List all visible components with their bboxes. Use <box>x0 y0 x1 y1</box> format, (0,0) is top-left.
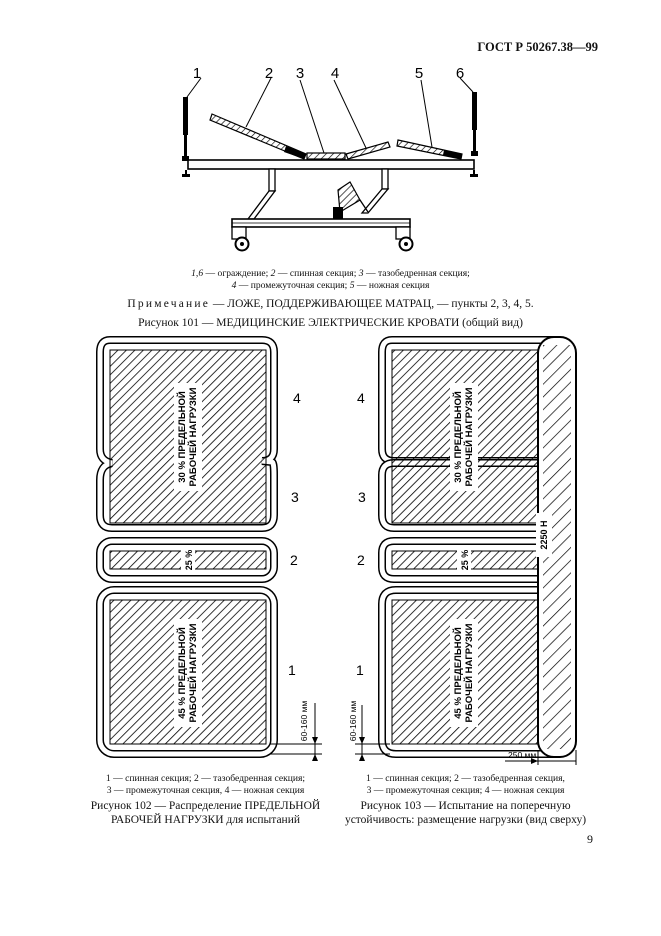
dimension-h-label: 250 мм <box>508 750 536 760</box>
callout-6: 6 <box>456 65 464 82</box>
section-number-3: 3 <box>291 489 299 505</box>
figure102-legend-line1: 1 — спинная секция; 2 — тазобедренная се… <box>105 773 306 784</box>
bed-diagram: 1 2 3 4 5 6 <box>182 65 478 252</box>
legend-num: 4 <box>231 280 237 291</box>
figure103-legend-line2: 3 — промежуточная секция; 4 — ножная сек… <box>366 785 565 796</box>
figure102-caption-line2: РАБОЧЕЙ НАГРУЗКИ для испытаний <box>110 814 301 826</box>
page-number: 9 <box>587 832 593 846</box>
dimension-v-label: 60-160 мм <box>350 701 358 742</box>
callout-2: 2 <box>265 65 273 82</box>
figure102-caption: Рисунок 102 — Распределение ПРЕДЕЛЬНОЙ Р… <box>83 799 328 827</box>
figure101-legend-line1: 1,6 — ограждение; 2 — спинная секция; 3 … <box>0 268 661 280</box>
figure102-legend: 1 — спинная секция; 2 — тазобедренная се… <box>88 773 323 797</box>
figure103-legend: 1 — спинная секция; 2 — тазобедренная се… <box>343 773 588 797</box>
section-number-2: 2 <box>357 552 365 568</box>
load-top-line2: РАБОЧЕЙ НАГРУЗКИ <box>463 387 475 486</box>
callout-3: 3 <box>296 65 304 82</box>
load-mid: 25 % <box>184 550 194 571</box>
section-number-3: 3 <box>358 489 366 505</box>
legend-text: — ножная секция <box>354 280 430 291</box>
callout-5: 5 <box>415 65 423 82</box>
note-text: — ЛОЖЕ, ПОДДЕРЖИВАЮЩЕЕ МАТРАЦ, — пункты … <box>212 298 534 310</box>
section-number-4: 4 <box>293 390 301 406</box>
load-bottom-line2: РАБОЧЕЙ НАГРУЗКИ <box>187 623 199 722</box>
load-top-line1: 30 % ПРЕДЕЛЬНОЙ <box>452 391 464 483</box>
figure103-caption-line1: Рисунок 103 — Испытание на поперечную <box>360 800 571 812</box>
load-mid: 25 % <box>460 550 470 571</box>
section-number-1: 1 <box>356 662 364 678</box>
section-number-1: 1 <box>288 662 296 678</box>
callout-4: 4 <box>331 65 339 82</box>
side-load-label: 2250 Н <box>539 520 549 549</box>
legend-num: 5 <box>349 280 355 291</box>
standard-header: ГОСТ Р 50267.38—99 <box>477 40 598 54</box>
figure103-diagram: 30 % ПРЕДЕЛЬНОЙ РАБОЧЕЙ НАГРУЗКИ 25 % 45… <box>350 336 577 765</box>
load-bottom-line1: 45 % ПРЕДЕЛЬНОЙ <box>176 627 188 719</box>
figure103-caption-line2: устойчивость: размещение нагрузки (вид с… <box>344 814 587 826</box>
legend-text: — тазобедренная секция; <box>363 268 470 279</box>
figure102-diagram: 30 % ПРЕДЕЛЬНОЙ РАБОЧЕЙ НАГРУЗКИ 25 % 45… <box>96 336 322 761</box>
load-top-line2: РАБОЧЕЙ НАГРУЗКИ <box>187 387 199 486</box>
legend-num: 2 <box>270 268 276 279</box>
note-label: Примечание <box>127 298 211 310</box>
callout-1: 1 <box>193 65 201 82</box>
legend-num: 3 <box>358 268 364 279</box>
section-number-4: 4 <box>357 390 365 406</box>
load-bottom-line1: 45 % ПРЕДЕЛЬНОЙ <box>452 627 464 719</box>
dimension-label: 60-160 мм <box>299 701 309 742</box>
legend-text: — спинная секция; <box>275 268 359 279</box>
load-top-line1: 30 % ПРЕДЕЛЬНОЙ <box>176 391 188 483</box>
figure102-legend-line2: 3 — промежуточная секция, 4 — ножная сек… <box>106 785 305 796</box>
load-bottom-line2: РАБОЧЕЙ НАГРУЗКИ <box>463 623 475 722</box>
figure103-legend-line1: 1 — спинная секция; 2 — тазобедренная се… <box>366 773 565 784</box>
figure101-title: Рисунок 101 — МЕДИЦИНСКИЕ ЭЛЕКТРИЧЕСКИЕ … <box>138 317 523 329</box>
figure101-legend-line2: 4 — промежуточная секция; 5 — ножная сек… <box>0 280 661 292</box>
figure101-legend: 1,6 — ограждение; 2 — спинная секция; 3 … <box>0 268 661 292</box>
figure102-caption-line1: Рисунок 102 — Распределение ПРЕДЕЛЬНОЙ <box>90 800 321 812</box>
section-number-2: 2 <box>290 552 298 568</box>
figure103-caption: Рисунок 103 — Испытание на поперечную ус… <box>343 799 588 827</box>
figure101-note: Примечание — ЛОЖЕ, ПОДДЕРЖИВАЮЩЕЕ МАТРАЦ… <box>0 298 661 310</box>
legend-num: 1,6 <box>191 268 204 279</box>
legend-text: — промежуточная секция; <box>236 280 350 291</box>
legend-text: — ограждение; <box>203 268 271 279</box>
